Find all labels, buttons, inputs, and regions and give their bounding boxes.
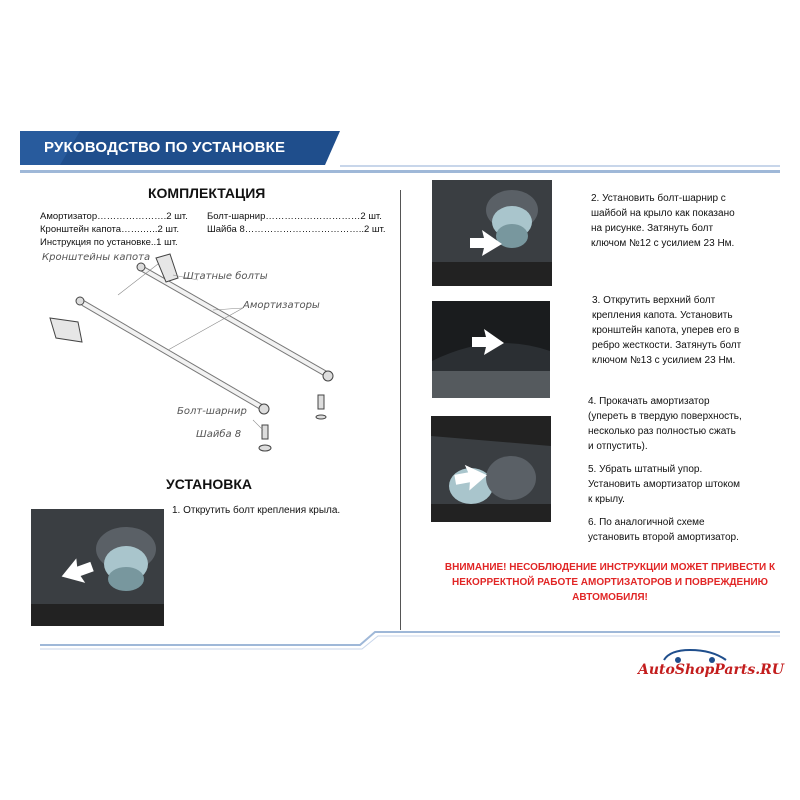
header-rule (20, 170, 780, 173)
step-5: 5. Убрать штатный упор. Установить аморт… (588, 464, 741, 505)
column-divider (400, 190, 401, 630)
photo-step-2 (432, 180, 552, 286)
kit-item: Амортизатор………………….2 шт. (40, 211, 188, 222)
car-logo-icon (663, 648, 727, 663)
site-logo: AutoShopParts.RU (638, 662, 784, 678)
step-4: 4. Прокачать амортизатор (уперeть в твер… (588, 396, 742, 452)
parts-diagram (49, 253, 334, 452)
kit-item: Шайба 8………………………………..2 шт. (207, 224, 386, 235)
kit-item: Инструкция по установке..1 шт. (40, 237, 178, 248)
step-6: 6. По аналогичной схеме установить второ… (588, 517, 739, 543)
kit-title: КОМПЛЕКТАЦИЯ (148, 185, 266, 201)
label-shocks: Амортизаторы (243, 300, 320, 311)
kit-right-list: Болт-шарнир…………………………2 шт. Шайба 8………………… (207, 210, 386, 236)
footer-rule (40, 631, 780, 650)
photo-step-3 (432, 301, 550, 398)
install-title: УСТАНОВКА (166, 476, 253, 492)
photo-step-4 (431, 416, 551, 522)
step-1: 1. Открутить болт крепления крыла. (172, 505, 341, 516)
page-title: РУКОВОДСТВО ПО УСТАНОВКЕ (44, 139, 286, 156)
kit-item: Болт-шарнир…………………………2 шт. (207, 211, 382, 222)
label-brackets: Кронштейны капота (42, 252, 151, 263)
kit-left-list: Амортизатор………………….2 шт. Кронштейн капот… (40, 210, 188, 249)
header-rule-light (340, 165, 780, 167)
step-3: 3. Открутить верхний болт крепления капо… (592, 295, 742, 366)
label-std-bolts: Штатные болты (183, 271, 268, 282)
step-2: 2. Установить болт-шарнир с шайбой на кр… (591, 193, 735, 249)
label-ball-bolt: Болт-шарнир (177, 406, 247, 417)
warning-note: ВНИМАНИЕ! НЕСОБЛЮДЕНИЕ ИНСТРУКЦИИ МОЖЕТ … (444, 562, 776, 603)
kit-item: Кронштейн капота…….…..2 шт. (40, 224, 179, 235)
photo-step-1 (31, 509, 164, 626)
label-washer: Шайба 8 (196, 429, 242, 440)
header-band (20, 131, 340, 165)
